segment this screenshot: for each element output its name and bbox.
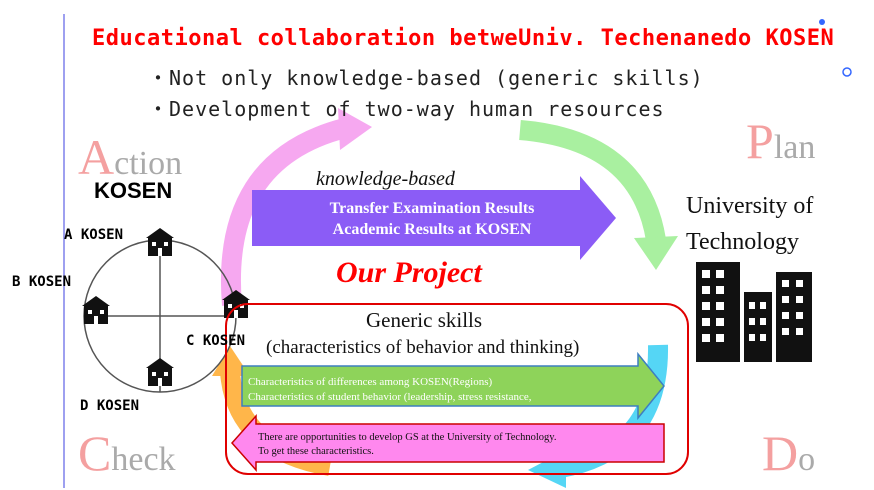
- cycle-arrow-green: [519, 120, 666, 242]
- knowledge-based-label: knowledge-based: [316, 168, 455, 190]
- title-part-2: Univ. Tech: [518, 26, 656, 51]
- university-label: University of Technology: [686, 188, 813, 260]
- title-part-4: anedo KOSEN: [683, 26, 835, 51]
- school-icon-b: [82, 296, 110, 324]
- green-arrow-line-1: Characteristics of differences among KOS…: [248, 376, 493, 388]
- project-box: [225, 303, 689, 475]
- pdca-action-rest: ction: [114, 145, 183, 182]
- pdca-action: Action: [78, 128, 182, 186]
- pdca-check-rest: heck: [111, 441, 176, 478]
- kosen-title: KOSEN: [94, 178, 173, 203]
- slide-bullet-ring: [842, 67, 852, 77]
- pdca-check-letter: C: [78, 425, 112, 481]
- university-line-1: University of: [686, 193, 814, 219]
- pdca-plan-rest: lan: [773, 129, 816, 166]
- green-arrow-line-2: Characteristics of student behavior (lea…: [248, 391, 532, 403]
- purple-block-arrow: [252, 176, 616, 260]
- pdca-do-letter: D: [762, 425, 799, 481]
- university-line-2: Technology: [686, 229, 799, 255]
- cycle-arrowhead-green: [634, 236, 678, 270]
- pdca-plan: Plan: [746, 112, 815, 170]
- pdca-check: Check: [78, 424, 176, 482]
- pink-arrow-line-1: There are opportunities to develop GS at…: [258, 432, 557, 443]
- green-block-arrow: [241, 351, 665, 421]
- generic-skills-heading: Generic skills: [366, 308, 483, 332]
- title-part-3: en: [655, 26, 684, 51]
- title-part-1: Educational collaboration betwe: [92, 26, 519, 51]
- kosen-node-c: C KOSEN: [186, 333, 246, 349]
- purple-arrow-line-1: Transfer Examination Results: [329, 200, 535, 217]
- our-project-heading: Our Project: [336, 256, 482, 289]
- pdca-do-rest: o: [798, 441, 816, 478]
- pink-arrow-line-2: To get these characteristics.: [258, 446, 374, 457]
- kosen-node-b: B KOSEN: [12, 274, 72, 290]
- pink-arrow-text: There are opportunities to develop GS at…: [258, 431, 556, 459]
- school-icon-d: [146, 358, 174, 386]
- slide-bullet-dot: [819, 19, 825, 25]
- bullet-knowledge: ・Not only knowledge-based (generic skill…: [148, 66, 704, 90]
- generic-skills-subheading: (characteristics of behavior and thinkin…: [266, 337, 580, 358]
- pink-block-arrow: [230, 414, 665, 472]
- kosen-node-d: D KOSEN: [80, 398, 140, 414]
- pdca-do: Do: [762, 424, 815, 482]
- purple-arrow-text: Transfer Examination Results Academic Re…: [262, 198, 602, 240]
- buildings-icon: [696, 262, 812, 362]
- purple-arrow-line-2: Academic Results at KOSEN: [332, 221, 532, 238]
- bullet-human-resources: ・Development of two-way human resources: [148, 97, 665, 121]
- green-arrow-text: Characteristics of differences among KOS…: [248, 375, 531, 405]
- school-icon-a: [146, 228, 174, 256]
- cycle-arrowhead-orange: [212, 346, 250, 376]
- cycle-arrowhead-pink: [338, 108, 372, 150]
- kosen-node-a: A KOSEN: [64, 227, 124, 243]
- slide-title: Educational collaboration betweUniv. Tec…: [92, 26, 834, 51]
- pdca-plan-letter: P: [746, 113, 774, 169]
- pdca-action-letter: A: [78, 129, 115, 185]
- cycle-arrow-pink: [221, 118, 348, 306]
